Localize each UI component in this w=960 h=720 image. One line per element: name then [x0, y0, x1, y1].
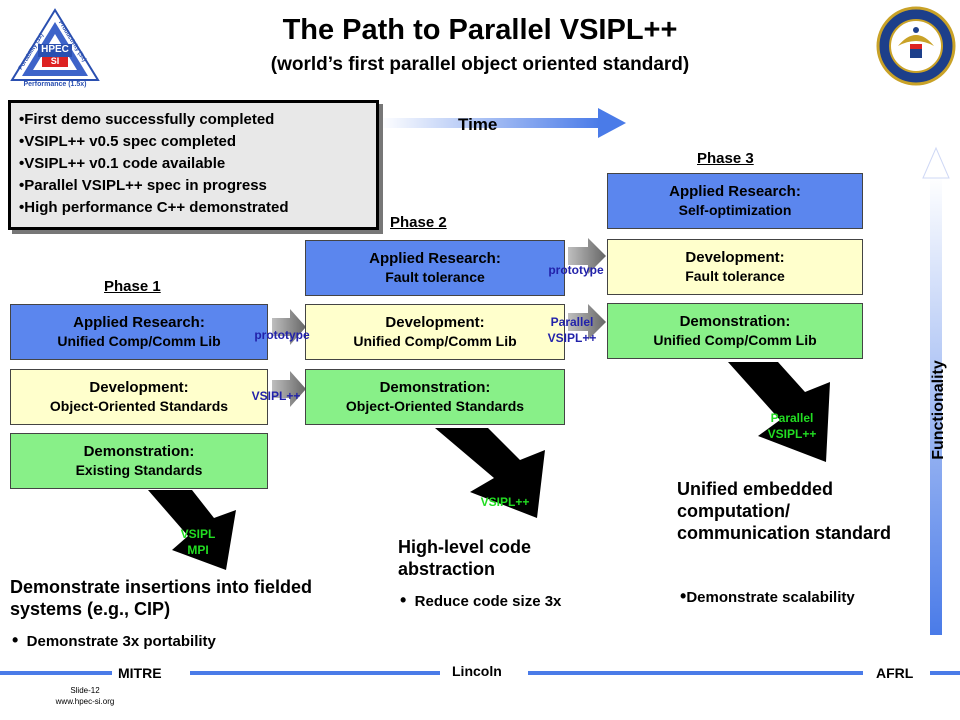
phase-3-label: Phase 3 [697, 150, 754, 167]
phase-3-bullet: •Demonstrate scalability [680, 586, 855, 606]
phase-3-output-label: Parallel VSIPL++ [767, 411, 817, 442]
functionality-arrow [922, 146, 950, 635]
parallel-vsipl-label-2: Parallel VSIPL++ [547, 315, 597, 346]
footer-mitre: MITRE [118, 665, 162, 681]
prototype-label-1: prototype [254, 328, 310, 342]
hpec-si-logo: HPEC SI Portability (3x) Productivity (3… [8, 4, 102, 92]
phase-3-outcome: Unified embedded computation/ communicat… [677, 479, 892, 543]
page-subtitle: (world’s first parallel object oriented … [270, 54, 690, 75]
phase-3-development-box: Development: Fault tolerance [607, 239, 863, 295]
footer-lincoln: Lincoln [452, 663, 502, 679]
phase-1-development-box: Development: Object-Oriented Standards [10, 369, 268, 425]
logo-performance-text: Performance (1.5x) [23, 81, 87, 88]
phase-3-demonstration-box: Demonstration: Unified Comp/Comm Lib [607, 303, 863, 359]
phase-3-research-box: Applied Research: Self-optimization [607, 173, 863, 229]
status-note: •VSIPL++ v0.5 spec completed [19, 133, 237, 150]
slide-number: Slide-12 [70, 686, 100, 695]
department-of-defense-seal [876, 6, 956, 86]
hpec-si-triangle-icon [10, 8, 100, 81]
phase-1-research-box: Applied Research: Unified Comp/Comm Lib [10, 304, 268, 360]
prototype-label-2: prototype [548, 263, 604, 277]
page-title: The Path to Parallel VSIPL++ [282, 14, 678, 46]
phase-2-outcome: High-level code abstraction [398, 537, 532, 579]
status-note: •VSIPL++ v0.1 code available [19, 155, 226, 172]
status-note: •High performance C++ demonstrated [19, 199, 289, 216]
phase-2-research-box: Applied Research: Fault tolerance [305, 240, 565, 296]
phase-2-label: Phase 2 [390, 214, 447, 231]
phase-2-output-label: VSIPL++ [480, 495, 530, 509]
status-note: •First demo successfully completed [19, 111, 275, 128]
phase-2-demonstration-box: Demonstration: Object-Oriented Standards [305, 369, 565, 425]
phase-2-bullet: • Reduce code size 3x [400, 590, 562, 610]
phase-1-output-label: VSIPL MPI [180, 527, 216, 558]
logo-si-text: SI [50, 56, 60, 66]
footer-url: www.hpec-si.org [55, 697, 115, 706]
phase-1-demonstration-box: Demonstration: Existing Standards [10, 433, 268, 489]
phase-1-outcome: Demonstrate insertions into fielded syst… [10, 577, 313, 619]
functionality-label: Functionality [930, 360, 947, 460]
phase-2-development-box: Development: Unified Comp/Comm Lib [305, 304, 565, 360]
status-notes-box: •First demo successfully completed •VSIP… [8, 100, 379, 230]
time-arrow [380, 108, 626, 138]
phase-1-bullet: • Demonstrate 3x portability [12, 630, 216, 650]
time-label: Time [458, 115, 498, 134]
status-note: •Parallel VSIPL++ spec in progress [19, 177, 267, 194]
phase-1-label: Phase 1 [104, 278, 161, 295]
footer-afrl: AFRL [876, 665, 914, 681]
output-arrows [148, 362, 830, 570]
footer-rule [0, 671, 960, 675]
logo-hpec-text: HPEC [41, 44, 69, 55]
dod-seal-icon [876, 6, 956, 86]
transition-arrows [272, 238, 606, 407]
vsipl-label-1: VSIPL++ [251, 389, 301, 403]
